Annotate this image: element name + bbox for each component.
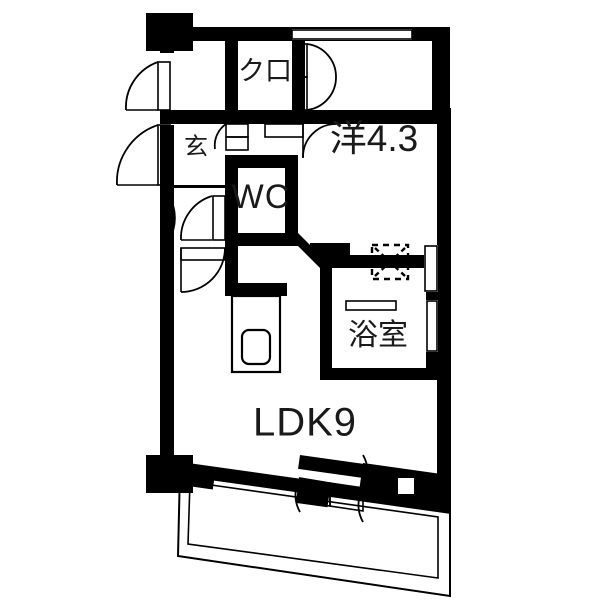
window-east	[424, 245, 438, 292]
wall-western-south	[305, 110, 437, 124]
wall-left	[160, 125, 174, 461]
bath-door-opening	[346, 299, 396, 312]
wall-wc-west	[225, 155, 238, 245]
wall-closet-east	[292, 41, 305, 117]
window-bath	[426, 300, 438, 352]
window-north	[291, 29, 413, 40]
room-label-western: 洋4.3	[330, 118, 418, 159]
western-room-door[interactable]	[264, 123, 337, 159]
washing-machine-space-icon	[370, 243, 410, 281]
bath-door-leaf	[345, 300, 397, 311]
wall-bottom-angled	[174, 461, 451, 514]
wall-wc-north	[225, 155, 298, 168]
entrance-door[interactable]	[116, 124, 171, 186]
wall-wc-south	[225, 233, 298, 246]
wall-kitchen-back	[225, 283, 287, 296]
wall-closet-west	[225, 41, 238, 117]
closet-double-doors[interactable]	[292, 43, 337, 111]
room-label-closet: ク口	[238, 56, 292, 86]
bath-interior	[332, 268, 426, 368]
wall-top-right-step	[432, 27, 450, 117]
room-label-ldk: LDK9	[253, 401, 357, 445]
wall-wc-east	[285, 155, 298, 233]
corridor-door-small[interactable]	[213, 123, 249, 151]
wall-left-upper	[160, 41, 174, 53]
wall-corridor-south	[310, 243, 350, 256]
room-label-wc: WC	[232, 178, 291, 216]
wall-hallway-east	[225, 246, 238, 294]
washing-machine-x-marks	[374, 247, 406, 277]
sliding-door-leaf-right	[329, 482, 364, 512]
wall-right	[437, 108, 451, 500]
balcony-wall-stub-mid	[295, 487, 330, 508]
pillar-notch	[398, 478, 414, 494]
wall-ldk-south-left	[298, 455, 364, 478]
washroom-door[interactable]	[180, 247, 226, 293]
balcony-wall-stub-left	[187, 472, 215, 490]
room-label-genkan: 玄	[184, 133, 208, 160]
toilet-door[interactable]	[168, 195, 226, 241]
meter-box-door[interactable]	[125, 61, 171, 111]
room-label-bath: 浴室	[348, 319, 408, 352]
wall-genkan-step	[174, 185, 225, 188]
wall-genkan-north	[160, 110, 305, 124]
kitchen-sink-counter	[230, 294, 282, 374]
